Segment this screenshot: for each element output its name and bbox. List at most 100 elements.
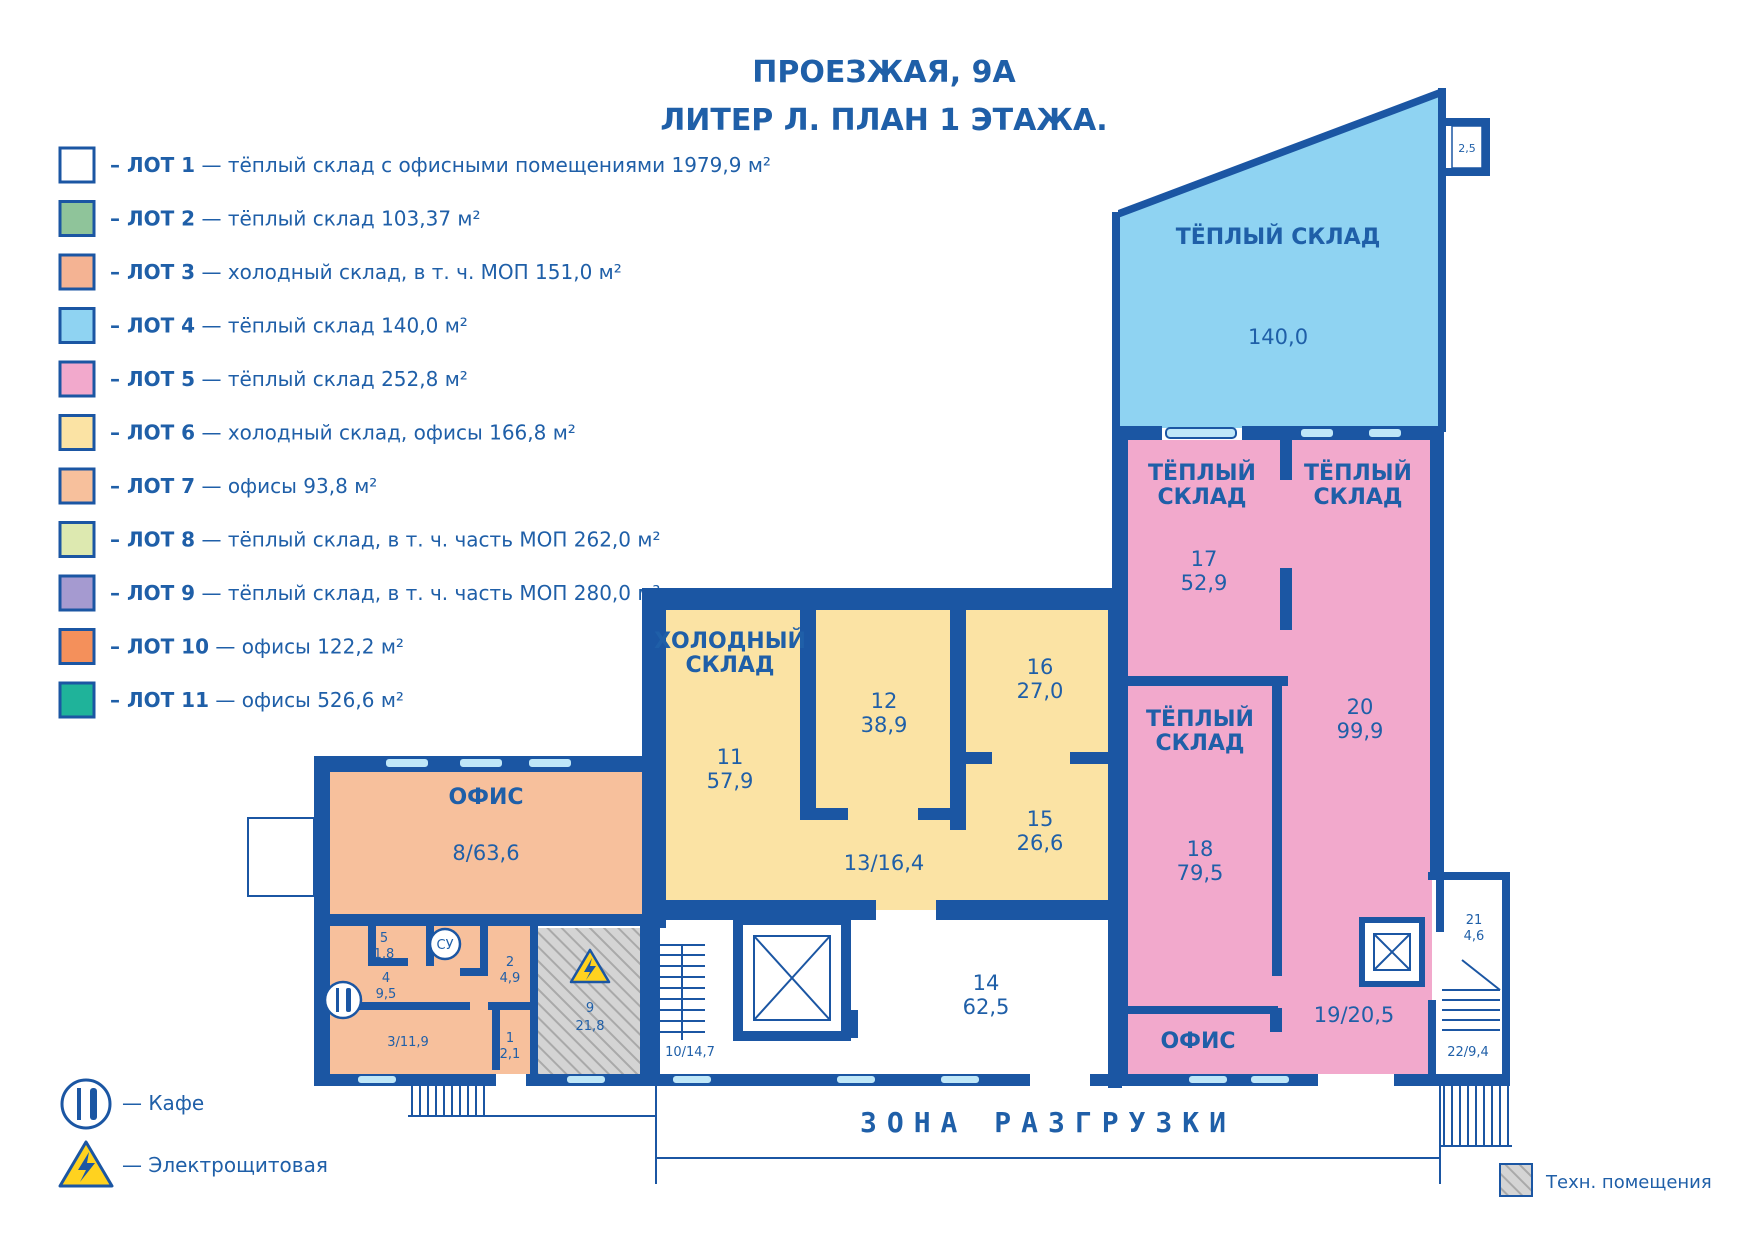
room-14-number: 14 <box>973 971 1000 995</box>
room-12-number: 12 <box>871 689 898 713</box>
room-9-area: 21,8 <box>576 1019 605 1034</box>
legend-item-label: – ЛОТ 11 — офисы 526,6 м² <box>110 688 404 712</box>
room-17-area: 52,9 <box>1181 571 1228 595</box>
steps-right <box>1439 1086 1512 1184</box>
room-16-area: 27,0 <box>1017 679 1064 703</box>
room-18-area: 79,5 <box>1177 861 1224 885</box>
room-20-area: 99,9 <box>1337 719 1384 743</box>
electrical-legend-label: — Электрощитовая <box>122 1153 328 1177</box>
tech-legend-label: Техн. помещения <box>1545 1172 1712 1193</box>
legend-lot-description: — офисы 526,6 м² <box>209 688 404 712</box>
legend-item-label: – ЛОТ 7 — офисы 93,8 м² <box>110 474 377 498</box>
legend-swatch <box>58 628 96 665</box>
cafe-icon <box>323 980 363 1020</box>
legend-lot-description: — офисы 93,8 м² <box>195 474 377 498</box>
room-21-number: 21 <box>1466 913 1483 928</box>
legend-lot-name: – ЛОТ 2 <box>110 207 195 231</box>
legend-lot-name: – ЛОТ 10 <box>110 635 209 659</box>
lot6-area <box>666 610 1114 910</box>
cafe-legend-label: — Кафе <box>122 1091 204 1115</box>
room-2-area: 4,9 <box>500 971 521 986</box>
stair-small-box <box>1451 125 1483 169</box>
legend-swatch <box>58 467 96 505</box>
wall <box>1270 1008 1282 1032</box>
stair-small-area: 2,5 <box>1458 142 1476 155</box>
room-15-number: 15 <box>1027 807 1054 831</box>
room-15-area: 26,6 <box>1017 831 1064 855</box>
room-18-number: 18 <box>1187 837 1214 861</box>
legend-lot-name: – ЛОТ 4 <box>110 314 195 338</box>
window <box>1165 427 1237 439</box>
wall <box>966 752 992 764</box>
legend-swatch <box>58 146 96 184</box>
legend-lot-name: – ЛОТ 7 <box>110 474 195 498</box>
room-21-area: 4,6 <box>1464 929 1485 944</box>
office-left-title: ОФИС <box>448 785 523 810</box>
room-17-title-line2: СКЛАД <box>1157 485 1246 510</box>
wall <box>1436 872 1444 932</box>
lot-legend: – ЛОТ 1 — тёплый склад с офисными помеще… <box>58 146 771 719</box>
room-20-number: 20 <box>1347 695 1374 719</box>
legend-item-label: – ЛОТ 2 — тёплый склад 103,37 м² <box>110 207 481 231</box>
window <box>356 1074 398 1085</box>
legend-lot-description: — холодный склад, в т. ч. МОП 151,0 м² <box>195 260 622 284</box>
room-11-title-line1: ХОЛОДНЫЙ <box>654 628 806 654</box>
legend-lot-description: — офисы 122,2 м² <box>209 635 404 659</box>
wall <box>488 1002 532 1010</box>
room-17-title-line1: ТЁПЛЫЙ <box>1148 460 1256 486</box>
stair-center <box>660 944 705 1040</box>
room-18-title-line1: ТЁПЛЫЙ <box>1146 706 1254 732</box>
wall <box>460 968 488 976</box>
legend-swatch <box>58 360 96 398</box>
wall <box>1430 426 1444 876</box>
legend-swatch <box>58 200 96 237</box>
legend-swatch <box>58 414 96 451</box>
wall <box>1128 676 1288 686</box>
legend-lot-name: – ЛОТ 9 <box>110 581 195 605</box>
room-3-label: 3/11,9 <box>387 1035 429 1050</box>
legend-lot-description: — тёплый склад, в т. ч. часть МОП 262,0 … <box>195 528 660 552</box>
window <box>671 1074 713 1085</box>
wall <box>1482 118 1490 176</box>
wall <box>1438 88 1446 432</box>
window <box>458 757 504 769</box>
legend-lot-name: – ЛОТ 11 <box>110 688 209 712</box>
window <box>565 1074 607 1085</box>
legend-item-label: – ЛОТ 3 — холодный склад, в т. ч. МОП 15… <box>110 260 622 284</box>
wall <box>1444 872 1510 880</box>
legend-lot-name: – ЛОТ 6 <box>110 421 195 445</box>
lot4-area <box>1118 92 1440 428</box>
legend-lot-name: – ЛОТ 1 <box>110 153 195 177</box>
wall <box>918 808 950 820</box>
wall <box>1428 1000 1436 1080</box>
legend-lot-description: — тёплый склад 252,8 м² <box>195 367 468 391</box>
office-large-area <box>330 770 645 915</box>
wall <box>368 958 408 966</box>
door-gap <box>496 1074 526 1086</box>
warm-warehouse-top-title: ТЁПЛЫЙ СКЛАД <box>1176 224 1381 250</box>
room-16-number: 16 <box>1027 655 1054 679</box>
room-11-title-line2: СКЛАД <box>685 653 774 678</box>
legend-lot-description: — тёплый склад 103,37 м² <box>195 207 480 231</box>
wall <box>530 920 538 1080</box>
wall <box>1242 426 1442 440</box>
room-13-label: 13/16,4 <box>844 851 925 875</box>
window <box>835 1074 877 1085</box>
wall <box>492 1010 500 1070</box>
wall-blue-diagonal <box>1118 88 1442 218</box>
room-19-label: 19/20,5 <box>1314 1003 1395 1027</box>
window <box>527 757 573 769</box>
wall <box>314 914 648 926</box>
wall <box>800 610 816 820</box>
electrical-legend-icon <box>58 1140 114 1188</box>
legend-swatch <box>58 253 96 291</box>
tech-legend-swatch <box>1499 1163 1533 1197</box>
left-annex <box>247 817 315 897</box>
legend-lot-name: – ЛОТ 8 <box>110 528 195 552</box>
wall <box>1444 118 1490 126</box>
wall <box>1280 440 1292 480</box>
wall <box>480 926 488 976</box>
room-18-title-line2: СКЛАД <box>1155 731 1244 756</box>
stair-right <box>1442 959 1501 1031</box>
cafe-legend-icon <box>60 1078 112 1130</box>
